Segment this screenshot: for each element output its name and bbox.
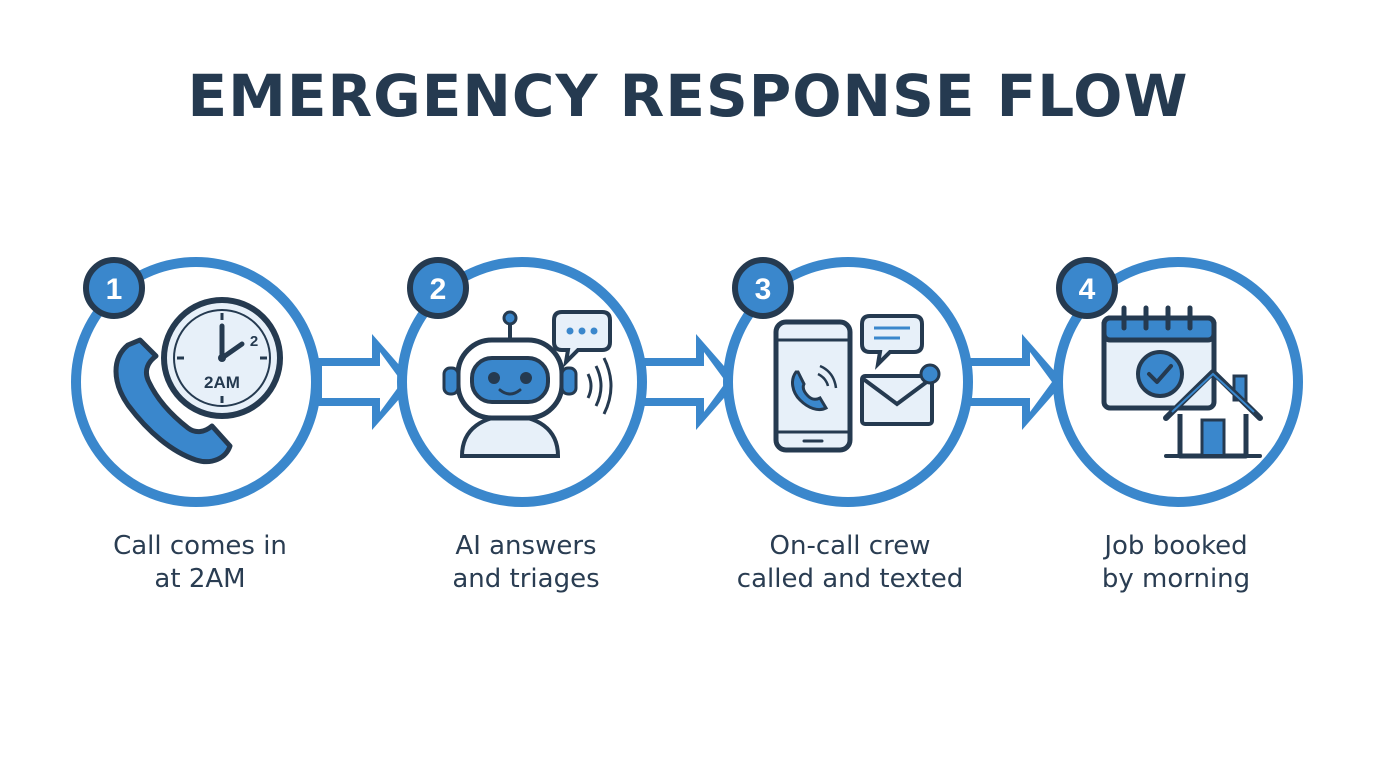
step-label-line: and triages — [452, 564, 600, 594]
page-title: EMERGENCY RESPONSE FLOW — [187, 62, 1189, 130]
phone-message-icon — [773, 314, 941, 453]
phone-clock-icon: 2 2AM — [113, 297, 283, 465]
step-2: 2 — [397, 257, 647, 507]
step-number: 3 — [755, 273, 772, 306]
step-number-badge — [732, 257, 794, 319]
flow-arrow-1 — [318, 334, 414, 430]
step-label-line: at 2AM — [154, 564, 246, 594]
step-label-line: by morning — [1101, 564, 1251, 594]
step-2-label: AI answers and triages — [376, 530, 676, 596]
clock-time-label: 2AM — [204, 373, 240, 392]
step-4: 4 — [1053, 257, 1303, 507]
step-label-line: On-call crew — [769, 531, 931, 561]
step-number: 4 — [1079, 273, 1096, 306]
clock-hour-label: 2 — [250, 333, 258, 350]
step-label-line: called and texted — [736, 564, 964, 594]
step-3: 3 — [723, 257, 973, 507]
step-number-badge — [83, 257, 145, 319]
step-number-badge — [407, 257, 469, 319]
step-label-line: Job booked — [1104, 531, 1248, 561]
step-1-label: Call comes in at 2AM — [50, 530, 350, 596]
step-label-line: Call comes in — [113, 531, 287, 561]
step-number: 2 — [430, 273, 447, 306]
step-number: 1 — [106, 273, 123, 306]
step-4-label: Job booked by morning — [1026, 530, 1326, 596]
step-number-badge — [1056, 257, 1118, 319]
calendar-house-icon — [1101, 305, 1263, 459]
flow-arrow-2 — [640, 334, 738, 430]
robot-icon — [442, 310, 613, 458]
step-label-line: AI answers — [455, 531, 597, 561]
step-3-label: On-call crew called and texted — [700, 530, 1000, 596]
step-1: 2 2AM 1 — [71, 257, 321, 507]
flow-arrow-3 — [968, 334, 1064, 430]
